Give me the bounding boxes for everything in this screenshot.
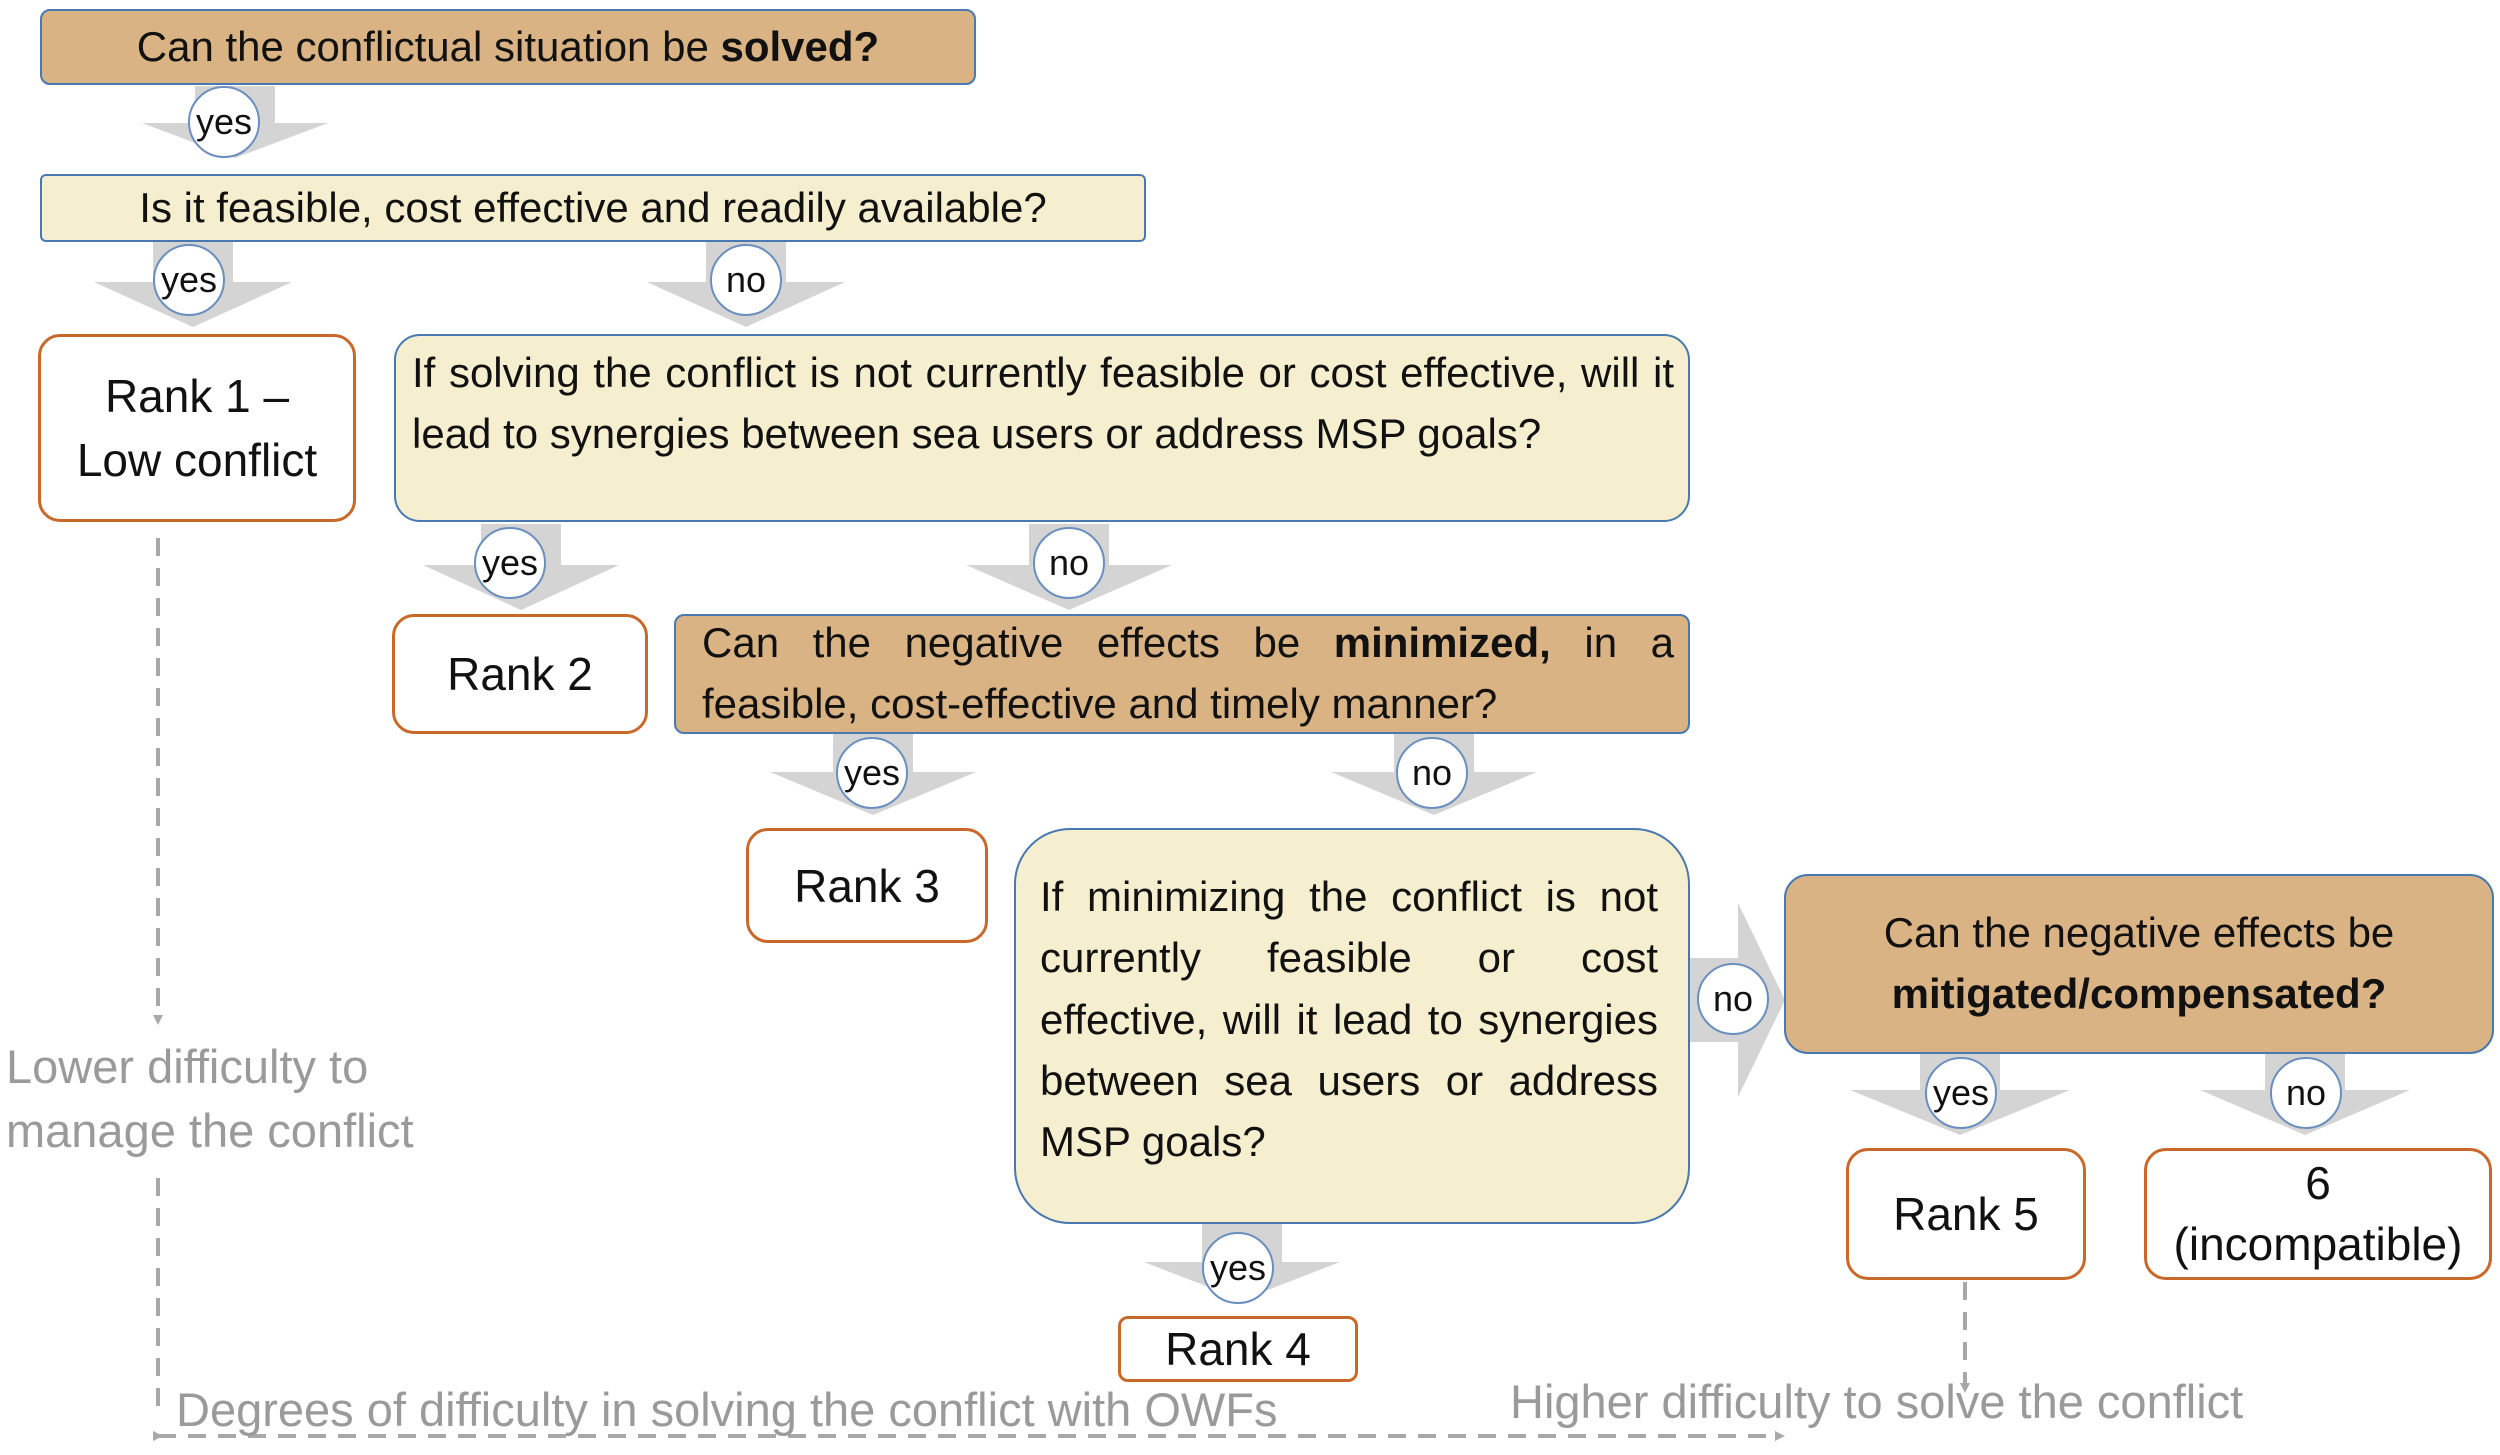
question-synergies-minimize-box: If minimizing the conflict is not curren… <box>1014 828 1690 1224</box>
answer-no-label: no <box>1411 752 1453 793</box>
answer-no-circle: no <box>2270 1057 2342 1129</box>
question-solved-prefix: Can the conflictual situation be <box>136 23 721 70</box>
lower-difficulty-text: Lower difficulty to manage the conflict <box>6 1040 414 1157</box>
question-mitigated-bold-line: mitigated/compensated? <box>1892 964 2387 1025</box>
axis-caption-text: Degrees of difficulty in solving the con… <box>176 1383 1278 1436</box>
question-synergies-solve-box: If solving the conflict is not currently… <box>394 334 1690 522</box>
answer-yes-label: yes <box>1932 1072 1990 1113</box>
rank-4-box: Rank 4 <box>1118 1316 1358 1382</box>
answer-yes-circle: yes <box>188 86 260 158</box>
rank-4-label: Rank 4 <box>1165 1323 1311 1375</box>
higher-difficulty-text: Higher difficulty to solve the conflict <box>1510 1375 2244 1428</box>
lower-difficulty-label: Lower difficulty to manage the conflict <box>6 1035 436 1163</box>
answer-no-label: no <box>1712 978 1754 1019</box>
answer-yes-circle: yes <box>1925 1057 1997 1129</box>
higher-difficulty-label: Higher difficulty to solve the conflict <box>1510 1370 2243 1434</box>
question-minimized-prefix: Can the negative effects be <box>702 619 1334 667</box>
rank-2-box: Rank 2 <box>392 614 648 734</box>
answer-no-label: no <box>725 259 767 300</box>
rank-2-label: Rank 2 <box>447 648 593 700</box>
question-synergies-solve-text: If solving the conflict is not currently… <box>412 349 1674 458</box>
answer-yes-label: yes <box>195 101 253 142</box>
rank-1-sublabel: Low conflict <box>76 434 318 486</box>
question-mitigated-box: Can the negative effects be mitigated/co… <box>1784 874 2494 1054</box>
answer-yes-circle: yes <box>1202 1232 1274 1304</box>
answer-no-label: no <box>2285 1072 2327 1113</box>
question-solved-text: Can the conflictual situation be solved? <box>137 23 879 71</box>
question-minimized-bold: minimized, <box>1333 619 1551 667</box>
answer-yes-label: yes <box>481 542 539 583</box>
question-minimized-suffix: in a feasible, cost-effective and timely… <box>702 619 1686 727</box>
rank-1-box: Rank 1 – Low conflict <box>38 334 356 522</box>
answer-yes-label: yes <box>1209 1247 1267 1288</box>
question-minimized-box: Can the negative effects be minimized, i… <box>674 614 1690 734</box>
question-mitigated-prefix: Can the negative effects be <box>1883 909 2395 957</box>
rank-5-label: Rank 5 <box>1893 1188 2039 1240</box>
rank-3-box: Rank 3 <box>746 828 988 943</box>
rank-6-sublabel: (incompatible) <box>2173 1218 2463 1270</box>
answer-yes-label: yes <box>160 259 218 300</box>
rank-6-label: 6 <box>2305 1157 2331 1210</box>
answer-yes-circle: yes <box>153 244 225 316</box>
rank-1-label: Rank 1 – <box>104 369 290 422</box>
answer-no-circle: no <box>1697 963 1769 1035</box>
rank-6-box: 6 (incompatible) <box>2144 1148 2492 1280</box>
answer-yes-circle: yes <box>474 527 546 599</box>
answer-no-circle: no <box>1396 737 1468 809</box>
question-mitigated-bold: mitigated/compensated? <box>1891 970 2387 1017</box>
answer-yes-label: yes <box>843 752 901 793</box>
question-synergies-minimize-text: If minimizing the conflict is not curren… <box>1040 873 1658 1166</box>
question-solved-bold: solved? <box>720 23 880 70</box>
question-minimized-text: Can the negative effects be minimized, i… <box>702 613 1674 735</box>
axis-caption: Degrees of difficulty in solving the con… <box>176 1378 1277 1442</box>
rank-5-box: Rank 5 <box>1846 1148 2086 1280</box>
answer-yes-circle: yes <box>836 737 908 809</box>
answer-no-circle: no <box>1033 527 1105 599</box>
answer-no-circle: no <box>710 244 782 316</box>
question-feasible-box: Is it feasible, cost effective and readi… <box>40 174 1146 242</box>
answer-no-label: no <box>1048 542 1090 583</box>
rank-3-label: Rank 3 <box>794 859 940 912</box>
question-feasible-text: Is it feasible, cost effective and readi… <box>139 184 1047 231</box>
question-solved-box: Can the conflictual situation be solved? <box>40 9 976 85</box>
